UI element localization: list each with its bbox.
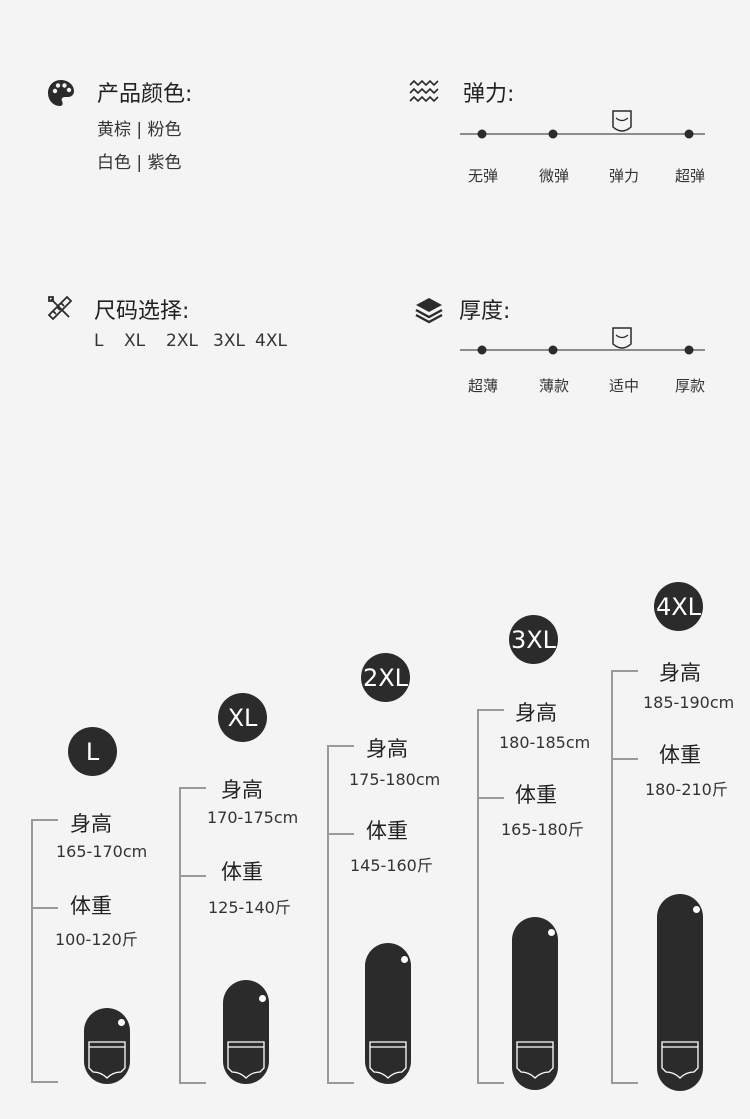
height-range: 175-180cm bbox=[349, 770, 441, 789]
elasticity-selected-marker bbox=[611, 109, 633, 137]
figure-dot bbox=[548, 929, 555, 936]
wave-icon bbox=[409, 79, 441, 108]
height-label: 身高 bbox=[515, 701, 557, 725]
figure-dot bbox=[401, 956, 408, 963]
bracket-tick bbox=[179, 787, 206, 789]
color-title: 产品颜色: bbox=[97, 82, 193, 107]
elasticity-option: 超弹 bbox=[674, 167, 706, 185]
size-bracket bbox=[327, 745, 329, 1084]
bracket-tick bbox=[327, 745, 354, 747]
height-label: 身高 bbox=[221, 778, 263, 802]
thickness-selected-marker bbox=[611, 326, 633, 354]
elasticity-option: 微弹 bbox=[538, 167, 570, 185]
underwear-icon bbox=[660, 1040, 700, 1084]
thickness-dot bbox=[684, 345, 694, 355]
size-option-XL: XL bbox=[124, 331, 146, 351]
weight-range: 165-180斤 bbox=[501, 820, 584, 839]
size-bracket bbox=[477, 709, 479, 1084]
weight-label: 体重 bbox=[659, 743, 701, 767]
body-figure bbox=[657, 894, 703, 1091]
height-range: 185-190cm bbox=[643, 693, 735, 712]
weight-range: 125-140斤 bbox=[208, 898, 291, 917]
size-select-title: 尺码选择: bbox=[94, 299, 190, 324]
elasticity-dot bbox=[684, 129, 694, 139]
bracket-tick bbox=[327, 1082, 354, 1084]
height-label: 身高 bbox=[659, 661, 701, 685]
thickness-option: 超薄 bbox=[467, 377, 499, 395]
color-options-line-1: 黄棕 | 粉色 bbox=[97, 120, 182, 140]
body-figure bbox=[365, 943, 411, 1084]
size-bracket bbox=[179, 787, 181, 1084]
underwear-icon bbox=[87, 1040, 127, 1084]
ruler-pencil-icon bbox=[46, 294, 74, 326]
size-option-2XL: 2XL bbox=[166, 331, 198, 351]
size-badge: 4XL bbox=[654, 582, 703, 631]
color-options-line-2: 白色 | 紫色 bbox=[97, 153, 182, 173]
thickness-title: 厚度: bbox=[459, 299, 511, 324]
thickness-option: 薄款 bbox=[538, 377, 570, 395]
size-bracket bbox=[611, 670, 613, 1084]
weight-label: 体重 bbox=[70, 894, 112, 918]
elasticity-title: 弹力: bbox=[463, 82, 515, 107]
bracket-tick bbox=[31, 907, 58, 909]
weight-label: 体重 bbox=[221, 860, 263, 884]
size-badge: L bbox=[68, 727, 117, 776]
figure-dot bbox=[693, 906, 700, 913]
layers-icon bbox=[415, 296, 443, 328]
size-badge: XL bbox=[218, 693, 267, 742]
height-range: 180-185cm bbox=[499, 733, 591, 752]
elasticity-dot bbox=[548, 129, 558, 139]
weight-range: 100-120斤 bbox=[55, 930, 138, 949]
bracket-tick bbox=[477, 709, 504, 711]
weight-label: 体重 bbox=[515, 783, 557, 807]
weight-range: 180-210斤 bbox=[645, 780, 728, 799]
thickness-dot bbox=[477, 345, 487, 355]
size-badge: 3XL bbox=[509, 615, 558, 664]
figure-dot bbox=[259, 995, 266, 1002]
bracket-tick bbox=[179, 1082, 206, 1084]
size-option-4XL: 4XL bbox=[255, 331, 287, 351]
thickness-option: 厚款 bbox=[674, 377, 706, 395]
bracket-tick bbox=[611, 758, 638, 760]
height-range: 170-175cm bbox=[207, 808, 299, 827]
bracket-tick bbox=[477, 1082, 504, 1084]
size-badge: 2XL bbox=[361, 653, 410, 702]
palette-icon bbox=[46, 78, 76, 112]
bracket-tick bbox=[31, 819, 58, 821]
bracket-tick bbox=[31, 1081, 58, 1083]
weight-label: 体重 bbox=[366, 819, 408, 843]
bracket-tick bbox=[477, 797, 504, 799]
height-label: 身高 bbox=[70, 812, 112, 836]
body-figure bbox=[512, 917, 558, 1090]
bracket-tick bbox=[611, 1082, 638, 1084]
size-option-3XL: 3XL bbox=[213, 331, 245, 351]
bracket-tick bbox=[179, 875, 206, 877]
elasticity-track bbox=[460, 133, 705, 135]
thickness-track bbox=[460, 349, 705, 351]
weight-range: 145-160斤 bbox=[350, 856, 433, 875]
underwear-icon bbox=[515, 1040, 555, 1084]
bracket-tick bbox=[327, 833, 354, 835]
thickness-option-selected: 适中 bbox=[608, 377, 640, 395]
height-range: 165-170cm bbox=[56, 842, 148, 861]
size-bracket bbox=[31, 819, 33, 1083]
height-label: 身高 bbox=[366, 737, 408, 761]
underwear-icon bbox=[368, 1040, 408, 1084]
elasticity-option-selected: 弹力 bbox=[608, 167, 640, 185]
elasticity-dot bbox=[477, 129, 487, 139]
underwear-icon bbox=[226, 1040, 266, 1084]
bracket-tick bbox=[611, 670, 638, 672]
elasticity-option: 无弹 bbox=[467, 167, 499, 185]
thickness-dot bbox=[548, 345, 558, 355]
figure-dot bbox=[118, 1019, 125, 1026]
size-option-L: L bbox=[94, 331, 104, 351]
